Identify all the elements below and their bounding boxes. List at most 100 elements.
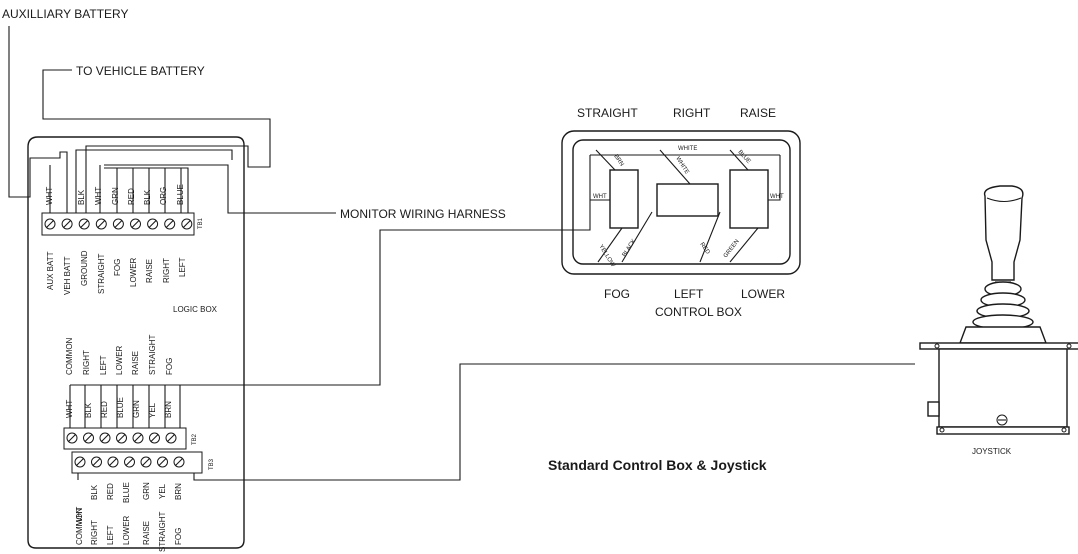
battery-leads — [8, 26, 271, 198]
svg-text:RIGHT: RIGHT — [82, 350, 91, 375]
tb3-wire-labels: WHT BLK RED BLUE GRN YEL BRN — [75, 482, 183, 525]
terminal-screw-slot — [167, 434, 175, 442]
tb3-function-labels: COMMON RIGHT LEFT LOWER RAISE STRAIGHT F… — [75, 507, 183, 552]
svg-text:LOWER: LOWER — [122, 515, 131, 545]
svg-text:LOWER: LOWER — [115, 345, 124, 375]
svg-text:RAISE: RAISE — [142, 521, 151, 545]
terminal-screw-slot — [182, 220, 191, 228]
terminal-screw-slot — [175, 458, 183, 466]
svg-text:RAISE: RAISE — [131, 351, 140, 375]
svg-text:FOG: FOG — [174, 528, 183, 545]
terminal-screw-slot — [84, 434, 93, 442]
terminal-screw-slot — [134, 434, 142, 442]
joystick-label: JOYSTICK — [972, 447, 1012, 456]
terminal-screw-slot — [46, 220, 54, 228]
control-label-right: RIGHT — [673, 106, 711, 120]
terminal-screw-slot — [131, 220, 140, 228]
logic-box-enclosure — [27, 136, 245, 549]
svg-text:GROUND: GROUND — [80, 250, 89, 286]
terminal-screw-slot — [101, 434, 109, 442]
svg-text:LOWER: LOWER — [129, 257, 138, 287]
terminal-screw-slot — [97, 220, 106, 228]
terminal-screw-slot — [92, 458, 101, 466]
svg-text:STRAIGHT: STRAIGHT — [158, 511, 167, 552]
svg-text:BLK: BLK — [143, 189, 152, 205]
svg-text:YELLOW: YELLOW — [597, 244, 616, 269]
svg-text:WHT: WHT — [65, 400, 74, 418]
svg-text:BRN: BRN — [612, 154, 624, 168]
terminal-screw-slot — [109, 458, 117, 466]
svg-text:LEFT: LEFT — [99, 355, 108, 375]
aux-battery-label: AUXILLIARY BATTERY — [2, 7, 129, 21]
svg-text:STRAIGHT: STRAIGHT — [148, 334, 157, 375]
svg-text:RED: RED — [106, 483, 115, 500]
svg-text:COMMON: COMMON — [65, 337, 74, 375]
terminal-screw-slot — [63, 220, 71, 228]
monitor-harness-label: MONITOR WIRING HARNESS — [340, 207, 506, 221]
control-label-lower: LOWER — [741, 287, 785, 301]
terminal-screw-slot — [125, 458, 134, 466]
terminal-screw-slot — [142, 458, 150, 466]
terminal-screw-slot — [114, 220, 123, 228]
control-label-raise: RAISE — [740, 106, 776, 120]
svg-text:BLUE: BLUE — [116, 397, 125, 418]
svg-text:WHITE: WHITE — [678, 146, 697, 152]
terminal-block-tb3: TB3 — [71, 451, 215, 474]
logic-box-label: LOGIC BOX — [173, 305, 218, 314]
control-box: STRAIGHT RIGHT RAISE WHITE BRN WHITE BLU… — [561, 106, 801, 319]
svg-text:AUX BATT: AUX BATT — [46, 251, 55, 290]
tb1-wire-labels: WHT BLK WHT GRN RED BLK ORG BLUE — [45, 184, 185, 205]
tb3-wires — [77, 363, 915, 481]
tb2-wire-labels: WHT BLK RED BLUE GRN YEL BRN — [65, 397, 173, 418]
svg-text:FOG: FOG — [113, 259, 122, 276]
terminal-screw-slot — [150, 434, 159, 442]
tb1-wires — [49, 160, 336, 214]
svg-text:COMMON: COMMON — [75, 507, 84, 545]
svg-text:YEL: YEL — [158, 483, 167, 499]
svg-text:GRN: GRN — [132, 400, 141, 418]
svg-text:WHT: WHT — [770, 194, 784, 200]
svg-text:RED: RED — [100, 401, 109, 418]
svg-text:BLUE: BLUE — [122, 482, 131, 503]
svg-text:GRN: GRN — [111, 187, 120, 205]
terminal-block-tb2: TB2 — [63, 427, 198, 450]
terminal-screw-slot — [148, 220, 157, 228]
vehicle-battery-label: TO VEHICLE BATTERY — [76, 64, 205, 78]
terminal-screw-slot — [158, 458, 167, 466]
svg-text:RIGHT: RIGHT — [90, 520, 99, 545]
svg-text:GREEN: GREEN — [723, 239, 741, 260]
tb1-tag: TB1 — [198, 217, 204, 229]
svg-text:WHT: WHT — [75, 507, 84, 525]
tb2-tag: TB2 — [192, 433, 198, 445]
svg-text:GRN: GRN — [142, 482, 151, 500]
svg-text:WHT: WHT — [94, 187, 103, 205]
svg-text:LEFT: LEFT — [178, 257, 187, 277]
terminal-screw-slot — [117, 434, 126, 442]
svg-text:BLUE: BLUE — [737, 149, 752, 165]
control-label-left: LEFT — [674, 287, 704, 301]
svg-text:BLK: BLK — [90, 484, 99, 500]
control-box-label: CONTROL BOX — [655, 305, 742, 319]
terminal-screw-slot — [80, 220, 89, 228]
tb2-wires — [69, 229, 573, 428]
svg-text:RAISE: RAISE — [145, 259, 154, 283]
terminal-block-tb1: TB1 — [41, 212, 204, 236]
tb1-function-labels: AUX BATT VEH BATT GROUND STRAIGHT FOG LO… — [46, 250, 187, 295]
svg-text:WHT: WHT — [45, 187, 54, 205]
svg-text:BLACK: BLACK — [622, 238, 638, 258]
svg-text:BLK: BLK — [84, 402, 93, 418]
svg-text:VEH BATT: VEH BATT — [63, 256, 72, 295]
diagram-title: Standard Control Box & Joystick — [548, 457, 767, 473]
svg-text:LEFT: LEFT — [106, 525, 115, 545]
svg-text:WHITE: WHITE — [674, 156, 689, 176]
terminal-screw-slot — [165, 220, 174, 228]
svg-text:WHT: WHT — [593, 194, 607, 200]
control-label-straight: STRAIGHT — [577, 106, 638, 120]
svg-text:BRN: BRN — [164, 401, 173, 418]
svg-text:RED: RED — [698, 242, 711, 256]
control-label-fog: FOG — [604, 287, 630, 301]
svg-text:BRN: BRN — [174, 483, 183, 500]
terminal-screw-slot — [68, 434, 76, 442]
svg-text:ORG: ORG — [159, 187, 168, 205]
